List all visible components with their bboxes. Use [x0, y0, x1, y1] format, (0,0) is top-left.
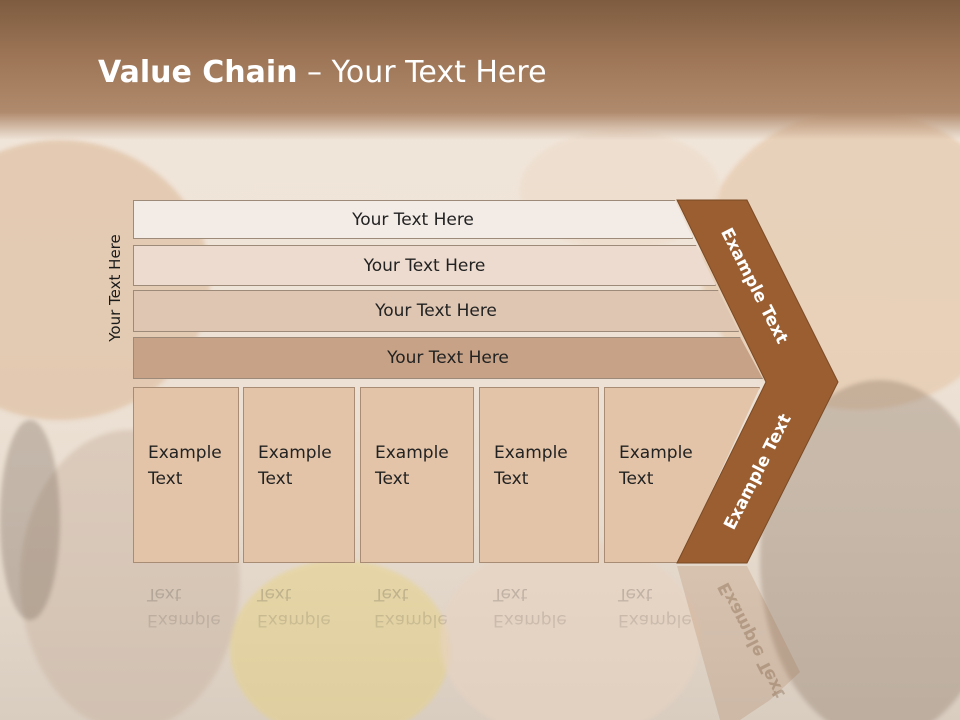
box-line: Example: [619, 443, 693, 463]
box-line: Example: [375, 443, 449, 463]
margin-chevron-reflection: [677, 566, 800, 720]
background-photo-area: [440, 540, 700, 720]
value-bar-3[interactable]: Your Text Here: [133, 290, 739, 332]
activity-box-3[interactable]: Example Text: [360, 387, 474, 563]
value-bar-label: Your Text Here: [352, 209, 474, 230]
activity-box-4[interactable]: Example Text: [479, 387, 599, 563]
margin-chevron-shape[interactable]: [676, 199, 839, 564]
box-line: Text: [258, 469, 293, 489]
box-line: Example: [258, 443, 332, 463]
box-line: Example: [494, 443, 568, 463]
box-line: Text: [619, 469, 654, 489]
value-bar-label: Your Text Here: [387, 348, 509, 368]
title-rest: – Your Text Here: [297, 55, 547, 90]
slide-title[interactable]: Value Chain – Your Text Here: [98, 55, 547, 90]
value-bar-1[interactable]: Your Text Here: [133, 200, 693, 239]
box-line: Text: [375, 469, 410, 489]
box-line: Example: [148, 443, 222, 463]
value-bar-label: Your Text Here: [375, 301, 497, 321]
value-bar-2[interactable]: Your Text Here: [133, 245, 716, 286]
activity-box-1[interactable]: Example Text: [133, 387, 239, 563]
background-photo-area: [230, 560, 450, 720]
activity-box-2[interactable]: Example Text: [243, 387, 355, 563]
background-photo-area: [0, 420, 60, 620]
header-band: [0, 0, 960, 140]
title-bold: Value Chain: [98, 55, 298, 90]
value-bar-label: Your Text Here: [363, 255, 486, 276]
box-line: Text: [494, 469, 529, 489]
value-bar-4[interactable]: Your Text Here: [133, 337, 763, 379]
box-line: Text: [148, 469, 183, 489]
